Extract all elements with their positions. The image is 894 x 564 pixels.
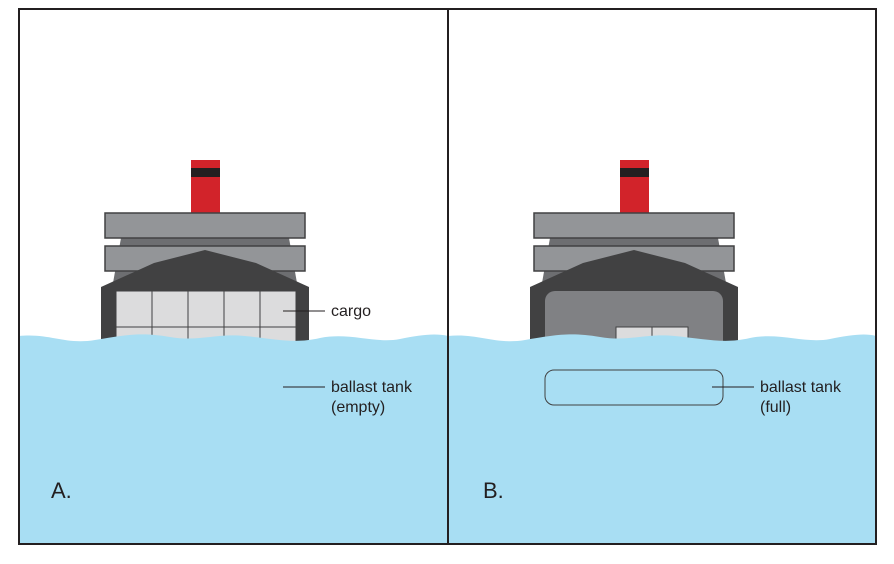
cargo-container — [151, 290, 189, 328]
ballast-tank-full — [544, 369, 724, 406]
cargo-container — [187, 290, 225, 328]
cargo-container — [259, 290, 297, 328]
ballast-empty-callout: ballast tank (empty) — [283, 379, 413, 416]
ballast-label-b-line1: ballast tank — [760, 379, 842, 396]
cargo-container — [223, 290, 261, 328]
upper-deck-b — [533, 212, 735, 239]
upper-deck-a — [104, 212, 306, 239]
cargo-callout: cargo — [283, 303, 371, 320]
smokestack-band-b — [620, 168, 649, 177]
ballast-full-callout: ballast tank (full) — [712, 379, 842, 416]
cargo-label: cargo — [331, 303, 371, 320]
smokestack-band-a — [191, 168, 220, 177]
panel-a-letter: A. — [51, 478, 72, 503]
panel-a: cargo ballast tank (empty) A. — [19, 9, 448, 544]
ballast-label-a-line1: ballast tank — [331, 379, 413, 396]
water-a — [19, 334, 448, 544]
cargo-container — [115, 290, 153, 328]
ballast-label-a-line2: (empty) — [331, 399, 385, 416]
ballast-label-b-line2: (full) — [760, 399, 791, 416]
panel-b: ballast tank (full) B. — [448, 9, 876, 544]
water-b — [448, 334, 876, 544]
panel-b-letter: B. — [483, 478, 504, 503]
